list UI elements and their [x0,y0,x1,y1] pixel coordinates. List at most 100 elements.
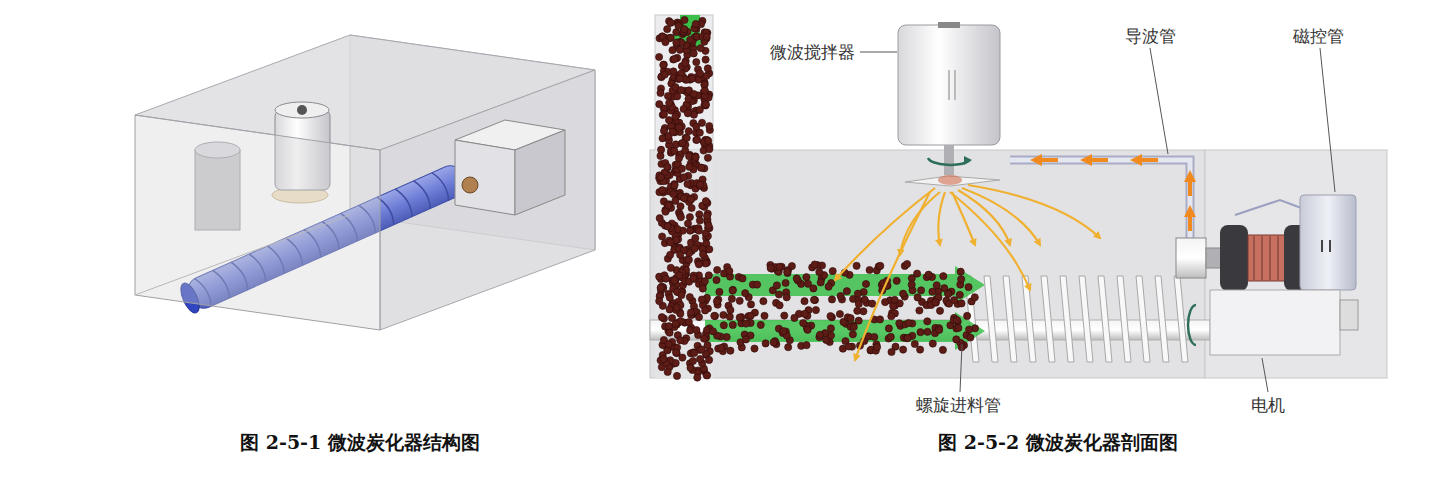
screw-fin [1041,276,1055,362]
illustration-part [1210,290,1340,355]
char-particle [843,288,850,295]
char-particle [659,233,666,240]
char-particle [695,314,702,321]
illustration-part [455,140,515,215]
char-particle [696,70,703,77]
char-particle [696,260,703,267]
char-particle [816,331,823,338]
illustration-part [1150,48,1168,154]
char-particle [847,315,854,322]
char-particle [782,279,789,286]
char-particle [704,154,711,161]
char-particle [676,124,683,131]
figure-caption: 图 2-5-1 微波炭化器结构图 [240,431,480,454]
char-particle [671,55,678,62]
char-particle [687,364,694,371]
illustration-part [938,22,960,28]
char-particle [854,290,861,297]
char-particle [957,268,964,275]
char-particle [696,181,703,188]
char-particle [657,152,664,159]
char-particle [667,251,674,258]
illustration-part [1261,236,1263,280]
char-particle [776,302,783,309]
char-particle [692,235,699,242]
char-particle [677,251,684,258]
char-particle [673,372,680,379]
illustration-part [1188,305,1196,345]
char-particle [711,313,718,320]
char-particle [736,314,743,321]
char-particle [705,222,712,229]
char-particle [706,356,713,363]
char-particle [684,110,691,117]
char-particle [793,275,800,282]
char-particle [676,46,683,53]
char-particle [678,165,685,172]
illustration-part [860,52,897,53]
char-particle [791,314,798,321]
char-particle [945,290,952,297]
char-particle [701,87,708,94]
char-particle [729,287,736,294]
char-particle [761,312,768,319]
illustration-part [1080,154,1108,166]
char-particle [687,36,694,43]
illustration-part [1184,170,1196,196]
char-particle [695,227,702,234]
char-particle [681,16,688,23]
char-particle [701,278,708,285]
char-particle [929,288,936,295]
char-particle [965,284,972,291]
char-particle [953,336,960,343]
char-particle [800,320,807,327]
char-particle [888,348,895,355]
char-particle [702,307,709,314]
char-particle [684,220,691,227]
char-particle [956,291,963,298]
char-particle [698,296,705,303]
illustration-part [1130,154,1158,166]
illustration-part [135,215,350,295]
char-particle [667,239,674,246]
char-particle [925,271,932,278]
char-particle [665,341,672,348]
char-particle [698,164,705,171]
char-particle [705,137,712,144]
illustration-part [968,185,1100,238]
char-particle [862,280,869,287]
char-particle [691,245,698,252]
char-particle [747,312,754,319]
char-particle [706,246,713,253]
char-particle [676,75,683,82]
char-particle [666,294,673,301]
char-particle [680,174,687,181]
char-particle [672,320,679,327]
char-particle [804,326,811,333]
structure-figure [135,35,595,330]
illustration-part [1030,154,1196,231]
illustration-part [297,105,307,115]
char-particle [679,354,686,361]
char-particle [687,309,694,316]
char-particle [699,251,706,258]
char-particle [924,328,931,335]
char-particle [896,320,903,327]
char-particle [718,344,725,351]
char-particle [662,39,669,46]
illustration-part [950,192,1030,290]
char-particle [827,325,834,332]
char-particle [711,312,718,319]
char-particle [757,321,764,328]
char-particle [726,313,733,320]
char-particle [917,346,924,353]
char-particle [780,328,787,335]
char-particle [904,260,911,267]
illustration-part [1269,236,1271,280]
char-particle [958,300,965,307]
char-particle [885,325,892,332]
char-particle [713,277,720,284]
part-label: 螺旋进料管 [916,395,1001,415]
char-particle [690,50,697,57]
illustration-part [898,25,1000,145]
